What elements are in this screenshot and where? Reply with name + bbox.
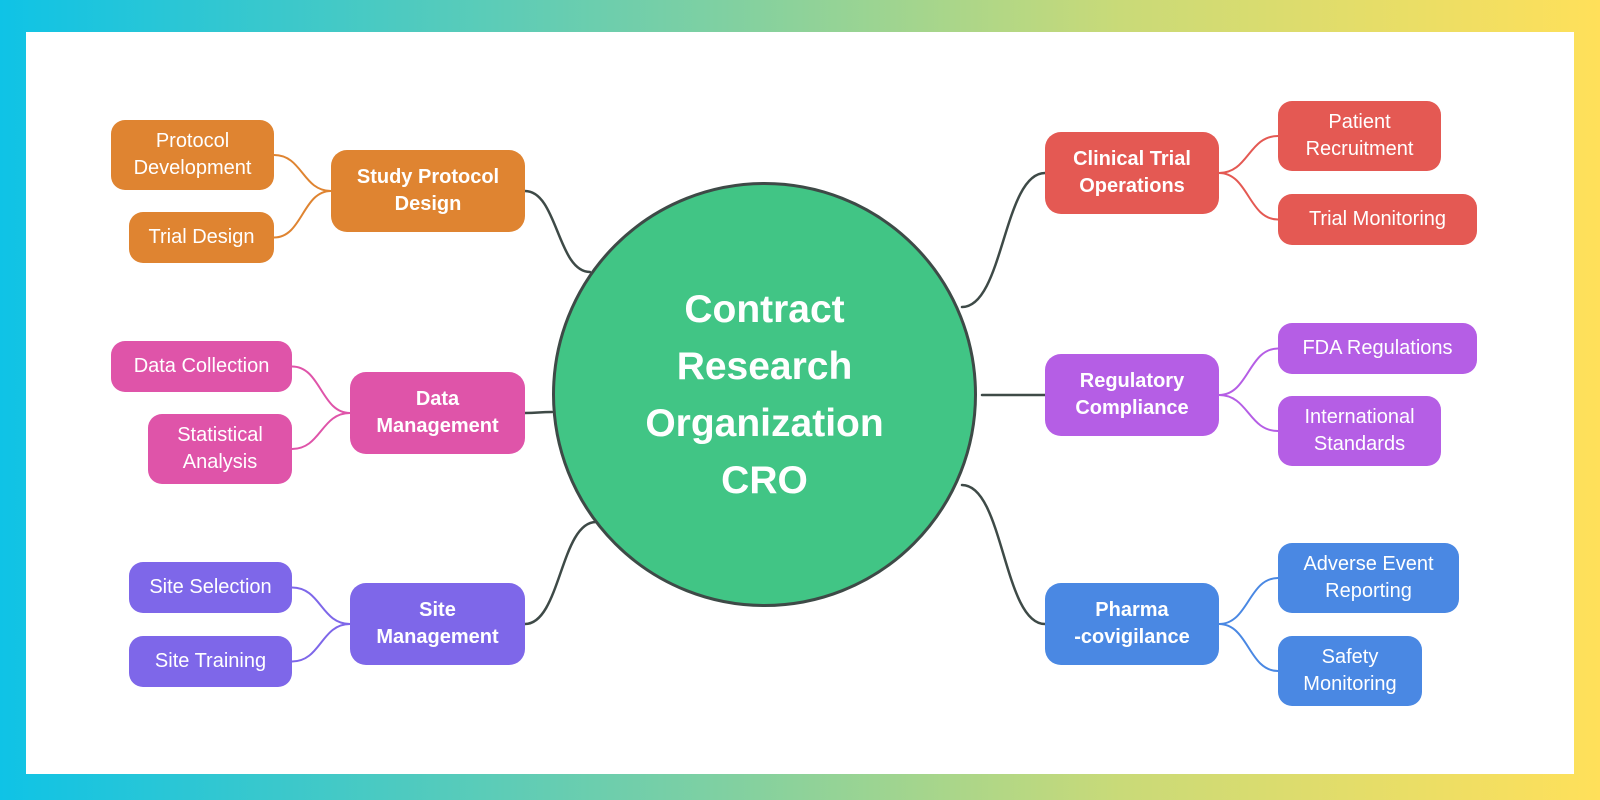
central-topic-line: Research [676, 344, 853, 388]
leaf-node-protocol-development[interactable]: Protocol Development [111, 120, 274, 190]
leaf-connector-clinical-trial-operations [1218, 172, 1279, 221]
central-topic-node[interactable]: Contract Research Organization CRO [552, 182, 977, 607]
branch-node-pharmacovigilance[interactable]: Pharma -covigilance [1045, 583, 1219, 665]
leaf-connector-pharmacovigilance [1218, 577, 1279, 625]
central-topic-label: Contract Research Organization CRO [615, 281, 915, 509]
leaf-node-site-training[interactable]: Site Training [129, 636, 292, 687]
leaf-node-statistical-analysis[interactable]: Statistical Analysis [148, 414, 292, 484]
leaf-connector-site-management [291, 623, 351, 663]
leaf-label-line: Development [133, 157, 252, 179]
branch-label-line: Operations [1079, 175, 1185, 197]
leaf-label-line: Standards [1313, 433, 1406, 455]
leaf-label-line: Patient [1328, 111, 1391, 133]
central-topic-line: CRO [721, 458, 808, 502]
trunk-connector-data-management [523, 410, 554, 415]
branch-label-line: Design [394, 193, 462, 215]
branch-label-line: Pharma [1095, 599, 1169, 621]
leaf-connector-clinical-trial-operations [1218, 135, 1279, 174]
leaf-connector-regulatory-compliance [1218, 394, 1279, 432]
branch-label-line: Clinical Trial [1073, 148, 1191, 170]
leaf-label-line: Trial Monitoring [1308, 208, 1447, 230]
leaf-connector-site-management [291, 586, 351, 625]
leaf-node-data-collection[interactable]: Data Collection [111, 341, 292, 392]
leaf-label-line: Statistical [177, 424, 263, 446]
leaf-label-line: Site Training [154, 650, 267, 672]
trunk-connector-pharmacovigilance [960, 483, 1047, 626]
leaf-node-patient-recruitment[interactable]: Patient Recruitment [1278, 101, 1441, 171]
leaf-connector-study-protocol-design [273, 154, 332, 192]
branch-label-line: Management [376, 626, 499, 648]
leaf-label-line: Reporting [1325, 580, 1412, 602]
branch-label-line: Compliance [1075, 397, 1189, 419]
leaf-label-line: Trial Design [148, 226, 255, 248]
leaf-connector-regulatory-compliance [1218, 347, 1279, 396]
leaf-label-line: FDA Regulations [1302, 337, 1453, 359]
branch-label-line: Study Protocol [356, 166, 500, 188]
trunk-connector-clinical-trial-operations [960, 171, 1047, 309]
branch-label-line: Data [415, 388, 460, 410]
branch-node-clinical-trial-operations[interactable]: Clinical Trial Operations [1045, 132, 1219, 214]
leaf-node-adverse-event-reporting[interactable]: Adverse Event Reporting [1278, 543, 1459, 613]
branch-label-line: Management [376, 415, 499, 437]
branch-label-line: Site [419, 599, 456, 621]
leaf-connector-data-management [291, 365, 351, 414]
trunk-connector-site-management [523, 520, 598, 626]
leaf-node-safety-monitoring[interactable]: Safety Monitoring [1278, 636, 1422, 706]
leaf-label-line: International [1304, 406, 1415, 428]
trunk-connector-study-protocol-design [523, 189, 592, 274]
leaf-connector-data-management [291, 412, 351, 450]
leaf-label-line: Recruitment [1305, 138, 1414, 160]
branch-label-line: -covigilance [1074, 626, 1190, 648]
leaf-connector-pharmacovigilance [1218, 623, 1279, 672]
central-topic-line: Contract [684, 287, 845, 331]
leaf-label-line: Data Collection [133, 355, 270, 377]
leaf-node-international-standards[interactable]: International Standards [1278, 396, 1441, 466]
branch-node-regulatory-compliance[interactable]: Regulatory Compliance [1045, 354, 1219, 436]
leaf-node-trial-monitoring[interactable]: Trial Monitoring [1278, 194, 1477, 245]
central-topic-line: Organization [645, 401, 884, 445]
leaf-label-line: Adverse Event [1303, 553, 1434, 575]
branch-node-site-management[interactable]: Site Management [350, 583, 525, 665]
leaf-node-site-selection[interactable]: Site Selection [129, 562, 292, 613]
branch-label-line: Regulatory [1079, 370, 1185, 392]
leaf-node-trial-design[interactable]: Trial Design [129, 212, 274, 263]
leaf-label-line: Site Selection [149, 576, 272, 598]
leaf-connector-study-protocol-design [273, 190, 332, 239]
leaf-label-line: Protocol [155, 130, 230, 152]
branch-node-data-management[interactable]: Data Management [350, 372, 525, 454]
leaf-node-fda-regulations[interactable]: FDA Regulations [1278, 323, 1477, 374]
leaf-label-line: Monitoring [1303, 673, 1397, 695]
leaf-label-line: Safety [1321, 646, 1379, 668]
leaf-label-line: Analysis [182, 451, 258, 473]
branch-node-study-protocol-design[interactable]: Study Protocol Design [331, 150, 525, 232]
